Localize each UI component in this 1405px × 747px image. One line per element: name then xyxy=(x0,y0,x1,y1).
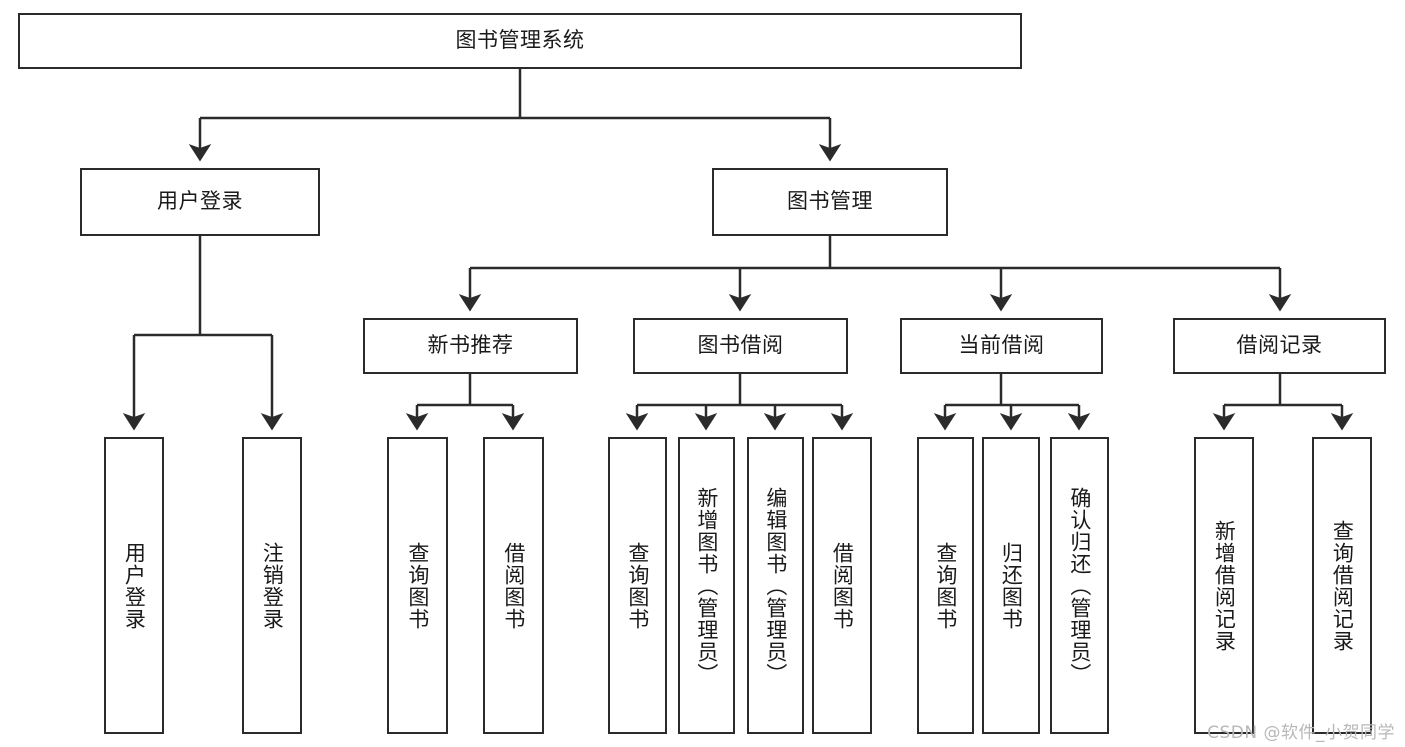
leaf-user-login[interactable]: 用户登录 xyxy=(104,437,164,734)
node-label: 用户登录 xyxy=(157,189,243,214)
node-user-login[interactable]: 用户登录 xyxy=(80,168,320,236)
node-label: 查询借阅记录 xyxy=(1330,519,1355,652)
connector-root-to-level2 xyxy=(188,69,842,162)
leaf-borrow-add-book-admin[interactable]: 新增图书（管理员） xyxy=(678,437,735,734)
node-root-system[interactable]: 图书管理系统 xyxy=(18,13,1022,69)
node-label: 借阅图书 xyxy=(830,541,855,630)
leaf-current-query-book[interactable]: 查询图书 xyxy=(917,437,974,734)
node-label: 新书推荐 xyxy=(427,333,514,358)
leaf-current-return-book[interactable]: 归还图书 xyxy=(982,437,1040,734)
connector-borrow-to-leaves xyxy=(625,374,854,431)
node-label: 新增图书（管理员） xyxy=(694,486,719,685)
node-new-book-recommend[interactable]: 新书推荐 xyxy=(363,318,578,374)
node-label: 图书管理 xyxy=(787,189,873,214)
node-label: 借阅记录 xyxy=(1236,333,1323,358)
node-label: 查询图书 xyxy=(933,541,958,630)
connector-current-borrow-to-leaves xyxy=(933,374,1091,431)
node-label: 编辑图书（管理员） xyxy=(763,486,788,685)
connector-new-book-to-leaves xyxy=(405,374,525,431)
connector-book-manage-to-submodules xyxy=(458,236,1292,312)
node-borrow-record[interactable]: 借阅记录 xyxy=(1173,318,1386,374)
node-book-management[interactable]: 图书管理 xyxy=(712,168,948,236)
node-label: 借阅图书 xyxy=(501,541,526,630)
leaf-user-logout[interactable]: 注销登录 xyxy=(242,437,302,734)
node-current-borrow[interactable]: 当前借阅 xyxy=(900,318,1103,374)
node-label: 图书管理系统 xyxy=(455,28,585,53)
node-label: 确认归还（管理员） xyxy=(1067,486,1092,685)
node-label: 新增借阅记录 xyxy=(1212,519,1237,652)
connector-user-login-to-leaves xyxy=(122,236,284,431)
node-label: 查询图书 xyxy=(405,541,430,630)
leaf-newbook-borrow-book[interactable]: 借阅图书 xyxy=(483,437,544,734)
node-label: 用户登录 xyxy=(122,541,147,630)
node-label: 图书借阅 xyxy=(697,333,784,358)
leaf-record-add-borrow-record[interactable]: 新增借阅记录 xyxy=(1194,437,1254,734)
node-label: 注销登录 xyxy=(260,541,285,630)
node-label: 当前借阅 xyxy=(958,333,1045,358)
node-label: 查询图书 xyxy=(625,541,650,630)
leaf-newbook-query-book[interactable]: 查询图书 xyxy=(387,437,448,734)
leaf-borrow-edit-book-admin[interactable]: 编辑图书（管理员） xyxy=(747,437,804,734)
leaf-current-confirm-return-admin[interactable]: 确认归还（管理员） xyxy=(1050,437,1109,734)
leaf-record-query-borrow-record[interactable]: 查询借阅记录 xyxy=(1312,437,1372,734)
leaf-borrow-query-book[interactable]: 查询图书 xyxy=(608,437,667,734)
node-label: 归还图书 xyxy=(999,541,1024,630)
connector-borrow-record-to-leaves xyxy=(1212,374,1354,431)
leaf-borrow-borrow-book[interactable]: 借阅图书 xyxy=(812,437,872,734)
node-book-borrow[interactable]: 图书借阅 xyxy=(633,318,848,374)
